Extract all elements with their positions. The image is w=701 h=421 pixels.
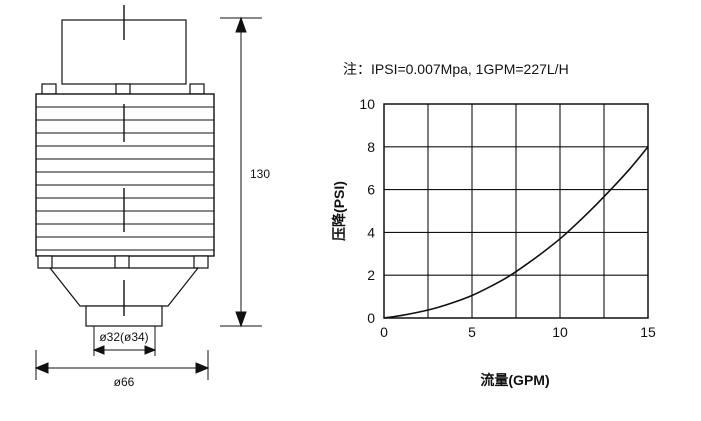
outer-diameter-dimension <box>34 350 210 380</box>
x-tick-label: 5 <box>468 324 476 340</box>
x-tick-label: 10 <box>552 324 568 340</box>
filter-bottom-cap <box>37 255 209 327</box>
y-tick-label: 10 <box>359 96 375 112</box>
x-axis-label: 流量(GPM) <box>480 372 549 388</box>
height-dimension <box>220 16 262 328</box>
y-tick-labels: 0 2 4 6 8 10 <box>359 96 375 326</box>
series-line <box>383 146 649 319</box>
y-tick-label: 6 <box>367 182 375 198</box>
inner-diameter-dimension <box>92 326 157 356</box>
chart-note: 注：IPSI=0.007Mpa, 1GPM=227L/H <box>343 61 569 77</box>
y-tick-label: 4 <box>367 224 375 240</box>
filter-body <box>35 93 215 257</box>
x-tick-label: 0 <box>380 324 388 340</box>
height-dimension-label: 130 <box>250 167 270 181</box>
y-axis-label: 压降(PSI) <box>331 181 347 241</box>
x-tick-label: 15 <box>640 324 656 340</box>
x-tick-labels: 0 5 10 15 <box>380 324 656 340</box>
filter-pleats <box>36 106 214 251</box>
outer-diameter-label: ø66 <box>114 375 135 389</box>
pressure-drop-chart: 0 5 10 15 0 2 4 6 8 10 <box>359 96 656 340</box>
y-tick-label: 8 <box>367 139 375 155</box>
filter-drawing <box>35 5 215 327</box>
chart-grid <box>384 104 648 318</box>
inner-diameter-label: ø32(ø34) <box>99 330 148 344</box>
filter-top-cap <box>41 5 205 95</box>
y-tick-label: 2 <box>367 267 375 283</box>
y-tick-label: 0 <box>367 310 375 326</box>
chart-frame <box>383 103 649 319</box>
